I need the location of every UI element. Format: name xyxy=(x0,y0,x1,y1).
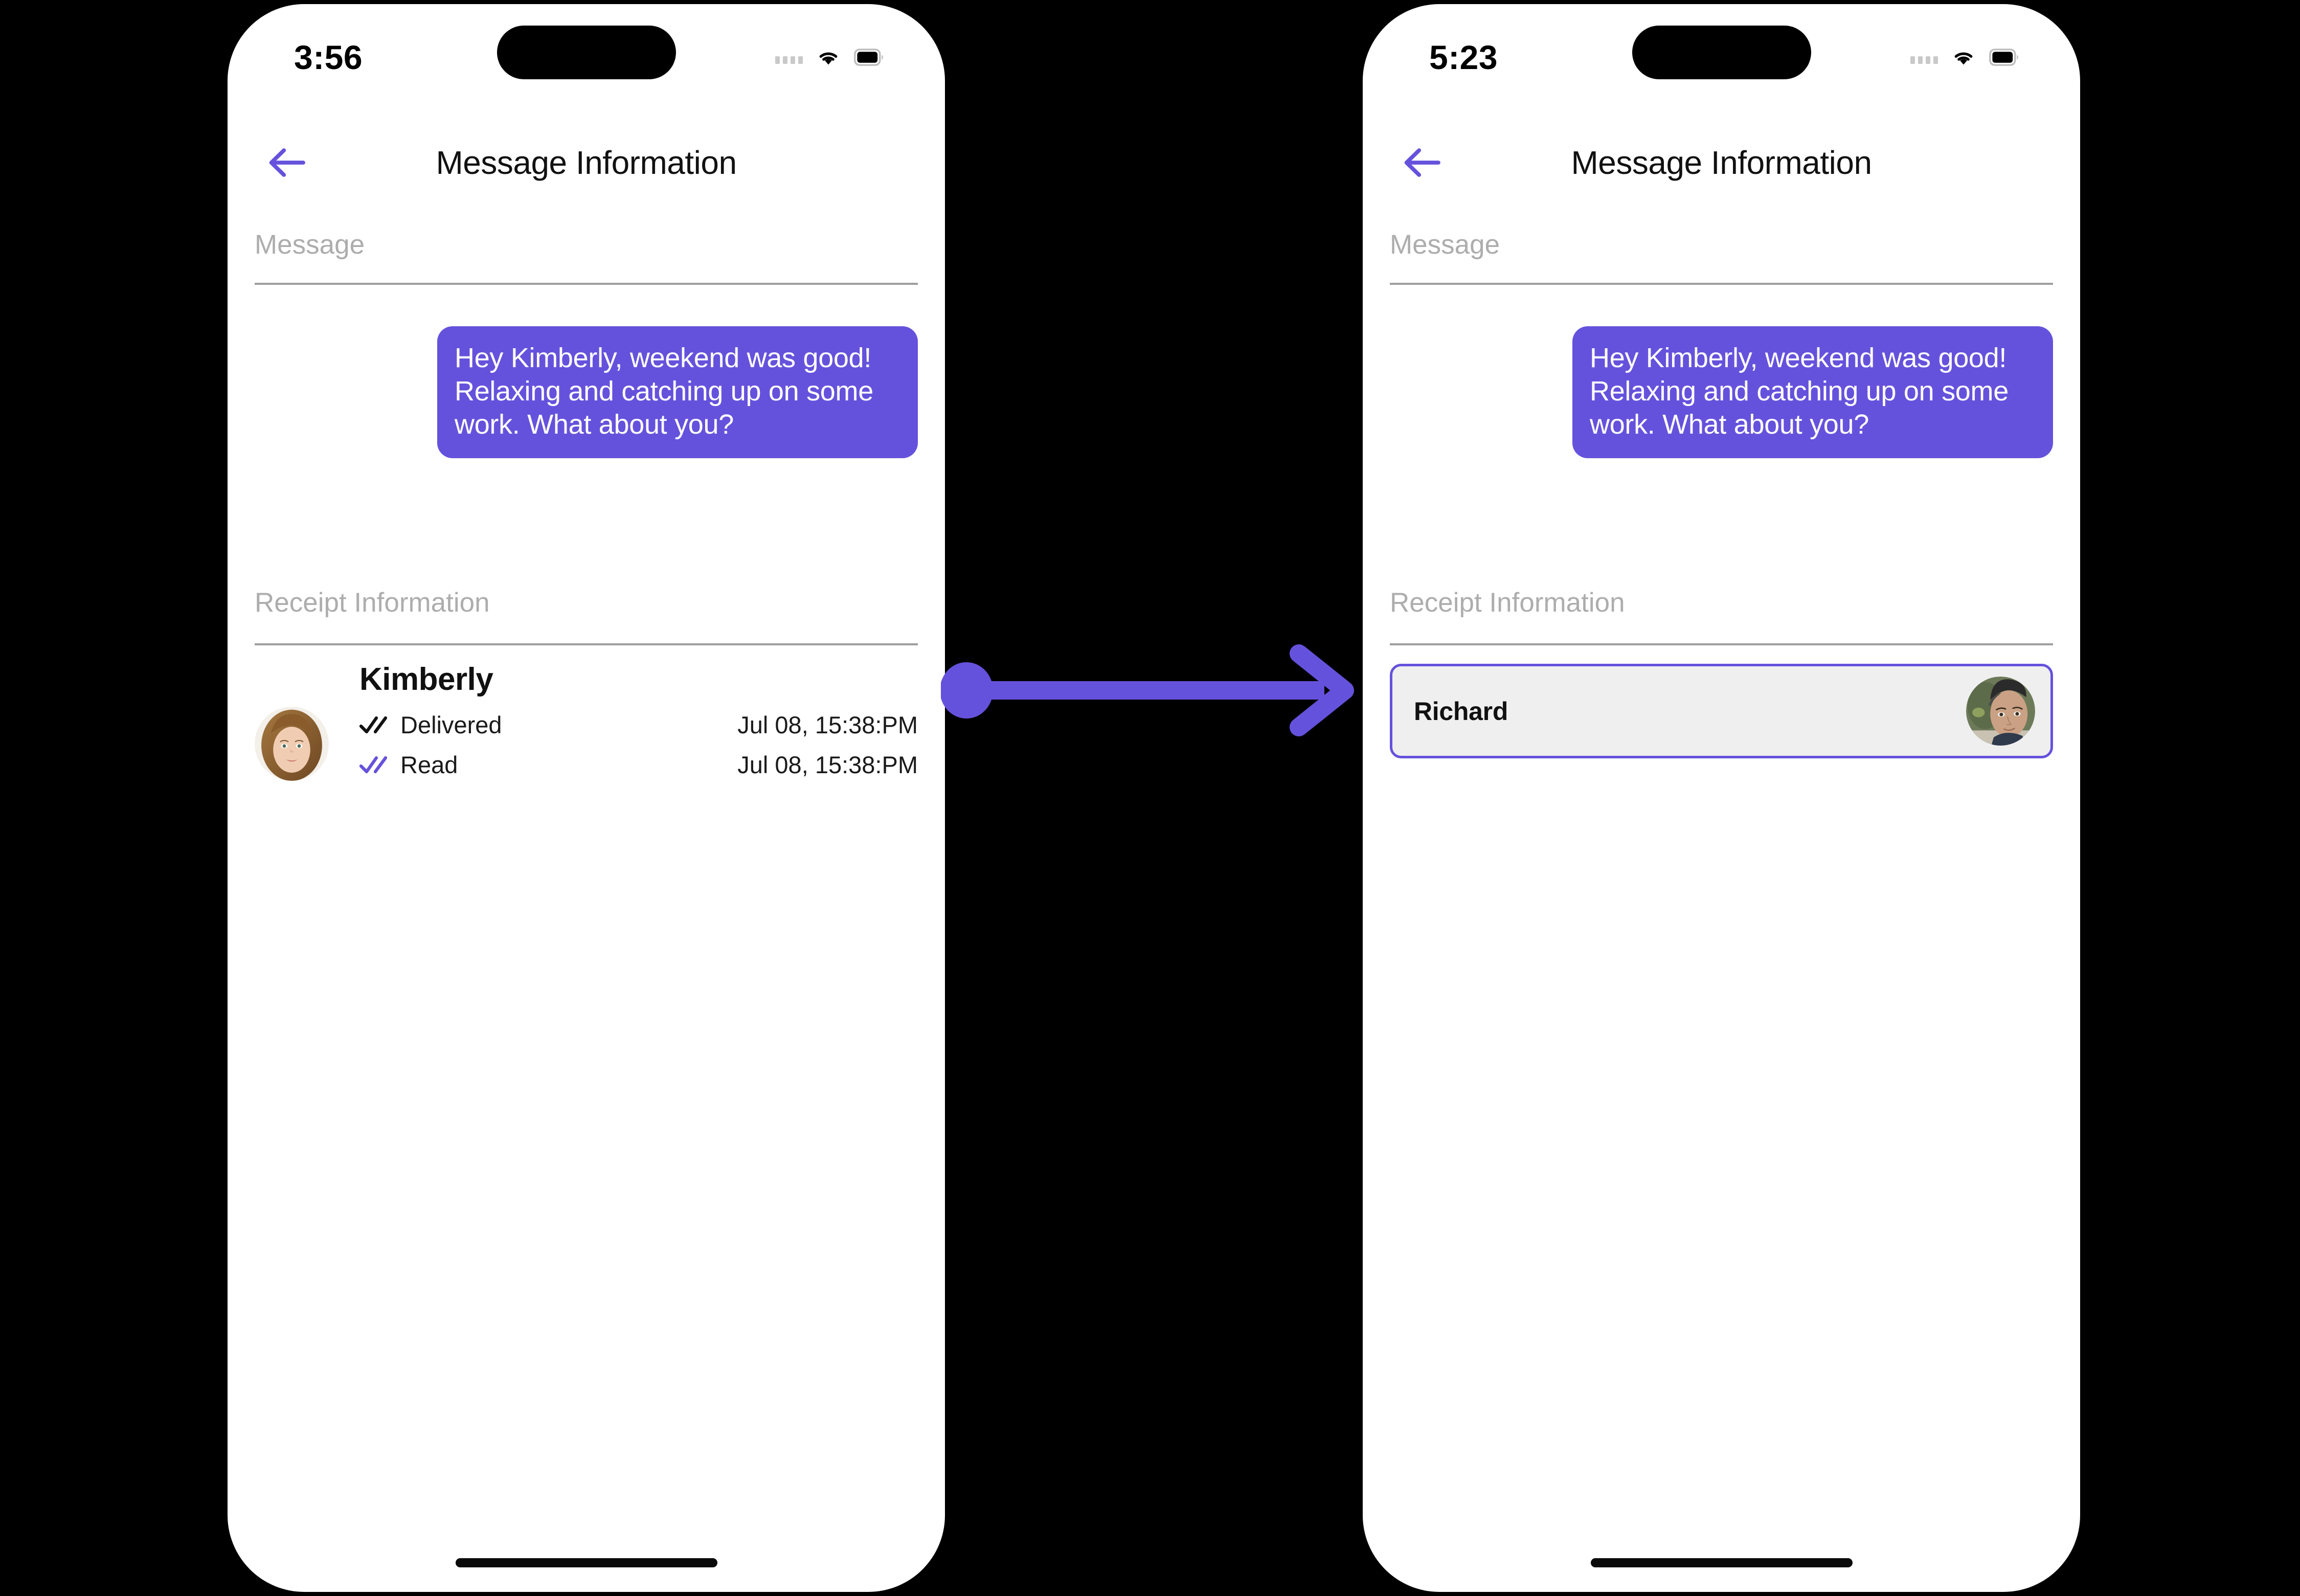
status-indicators xyxy=(1910,47,2019,68)
kimberly-avatar xyxy=(255,707,329,781)
receipt-status-text: Delivered xyxy=(400,711,502,738)
receipt-contact-name: Richard xyxy=(1414,696,1508,726)
wifi-icon xyxy=(1951,47,1976,68)
receipt-section-label: Receipt Information xyxy=(255,588,490,618)
receipt-status-rows: Delivered Jul 08, 15:38:PM Read Jul 08, … xyxy=(359,705,918,784)
receipt-section-divider xyxy=(1390,643,2053,645)
double-check-icon xyxy=(359,714,391,735)
phone-screen-left: 3:56 xyxy=(228,4,945,1592)
richard-avatar xyxy=(1966,677,2035,746)
battery-icon xyxy=(854,48,884,66)
message-bubble-row: Hey Kimberly, weekend was good! Relaxing… xyxy=(1390,326,2053,459)
nav-bar: Message Information xyxy=(1363,132,2080,193)
status-time: 3:56 xyxy=(294,38,363,76)
status-indicators xyxy=(775,47,884,68)
receipt-contact-name: Kimberly xyxy=(359,662,493,697)
message-section-label: Message xyxy=(1390,230,1500,260)
dynamic-island xyxy=(497,26,676,79)
home-indicator[interactable] xyxy=(455,1558,717,1567)
receipt-contact-card[interactable]: Richard xyxy=(1390,664,2053,758)
status-time: 5:23 xyxy=(1429,38,1498,76)
message-section-divider xyxy=(255,283,918,285)
arrow-right-icon xyxy=(941,639,1370,741)
receipt-row: Read Jul 08, 15:38:PM xyxy=(359,745,918,784)
status-bar: 5:23 xyxy=(1363,4,2080,99)
wifi-icon xyxy=(816,47,841,68)
back-arrow-icon xyxy=(266,145,306,181)
message-bubble-row: Hey Kimberly, weekend was good! Relaxing… xyxy=(255,326,918,459)
back-arrow-icon xyxy=(1402,145,1441,181)
page-title: Message Information xyxy=(436,144,737,181)
back-button[interactable] xyxy=(1391,137,1452,188)
signal-dots-icon xyxy=(775,51,803,64)
home-indicator[interactable] xyxy=(1590,1558,1853,1567)
page-title: Message Information xyxy=(1571,144,1872,181)
receipt-status-text: Read xyxy=(400,751,458,778)
message-section-divider xyxy=(1390,283,2053,285)
message-bubble: Hey Kimberly, weekend was good! Relaxing… xyxy=(437,326,918,459)
signal-dots-icon xyxy=(1910,51,1938,64)
message-section-label: Message xyxy=(255,230,365,260)
receipt-row: Delivered Jul 08, 15:38:PM xyxy=(359,705,918,745)
dynamic-island xyxy=(1632,26,1811,79)
receipt-details: Kimberly xyxy=(255,664,918,784)
phone-screen-right: 5:23 xyxy=(1363,4,2080,1592)
message-bubble: Hey Kimberly, weekend was good! Relaxing… xyxy=(1572,326,2053,459)
nav-bar: Message Information xyxy=(228,132,945,193)
status-bar: 3:56 xyxy=(228,4,945,99)
double-check-icon xyxy=(359,754,391,775)
receipt-timestamp: Jul 08, 15:38:PM xyxy=(737,751,918,778)
battery-icon xyxy=(1989,48,2019,66)
receipt-section-divider xyxy=(255,643,918,645)
receipt-section-label: Receipt Information xyxy=(1390,588,1625,618)
receipt-timestamp: Jul 08, 15:38:PM xyxy=(737,711,918,738)
back-button[interactable] xyxy=(256,137,317,188)
